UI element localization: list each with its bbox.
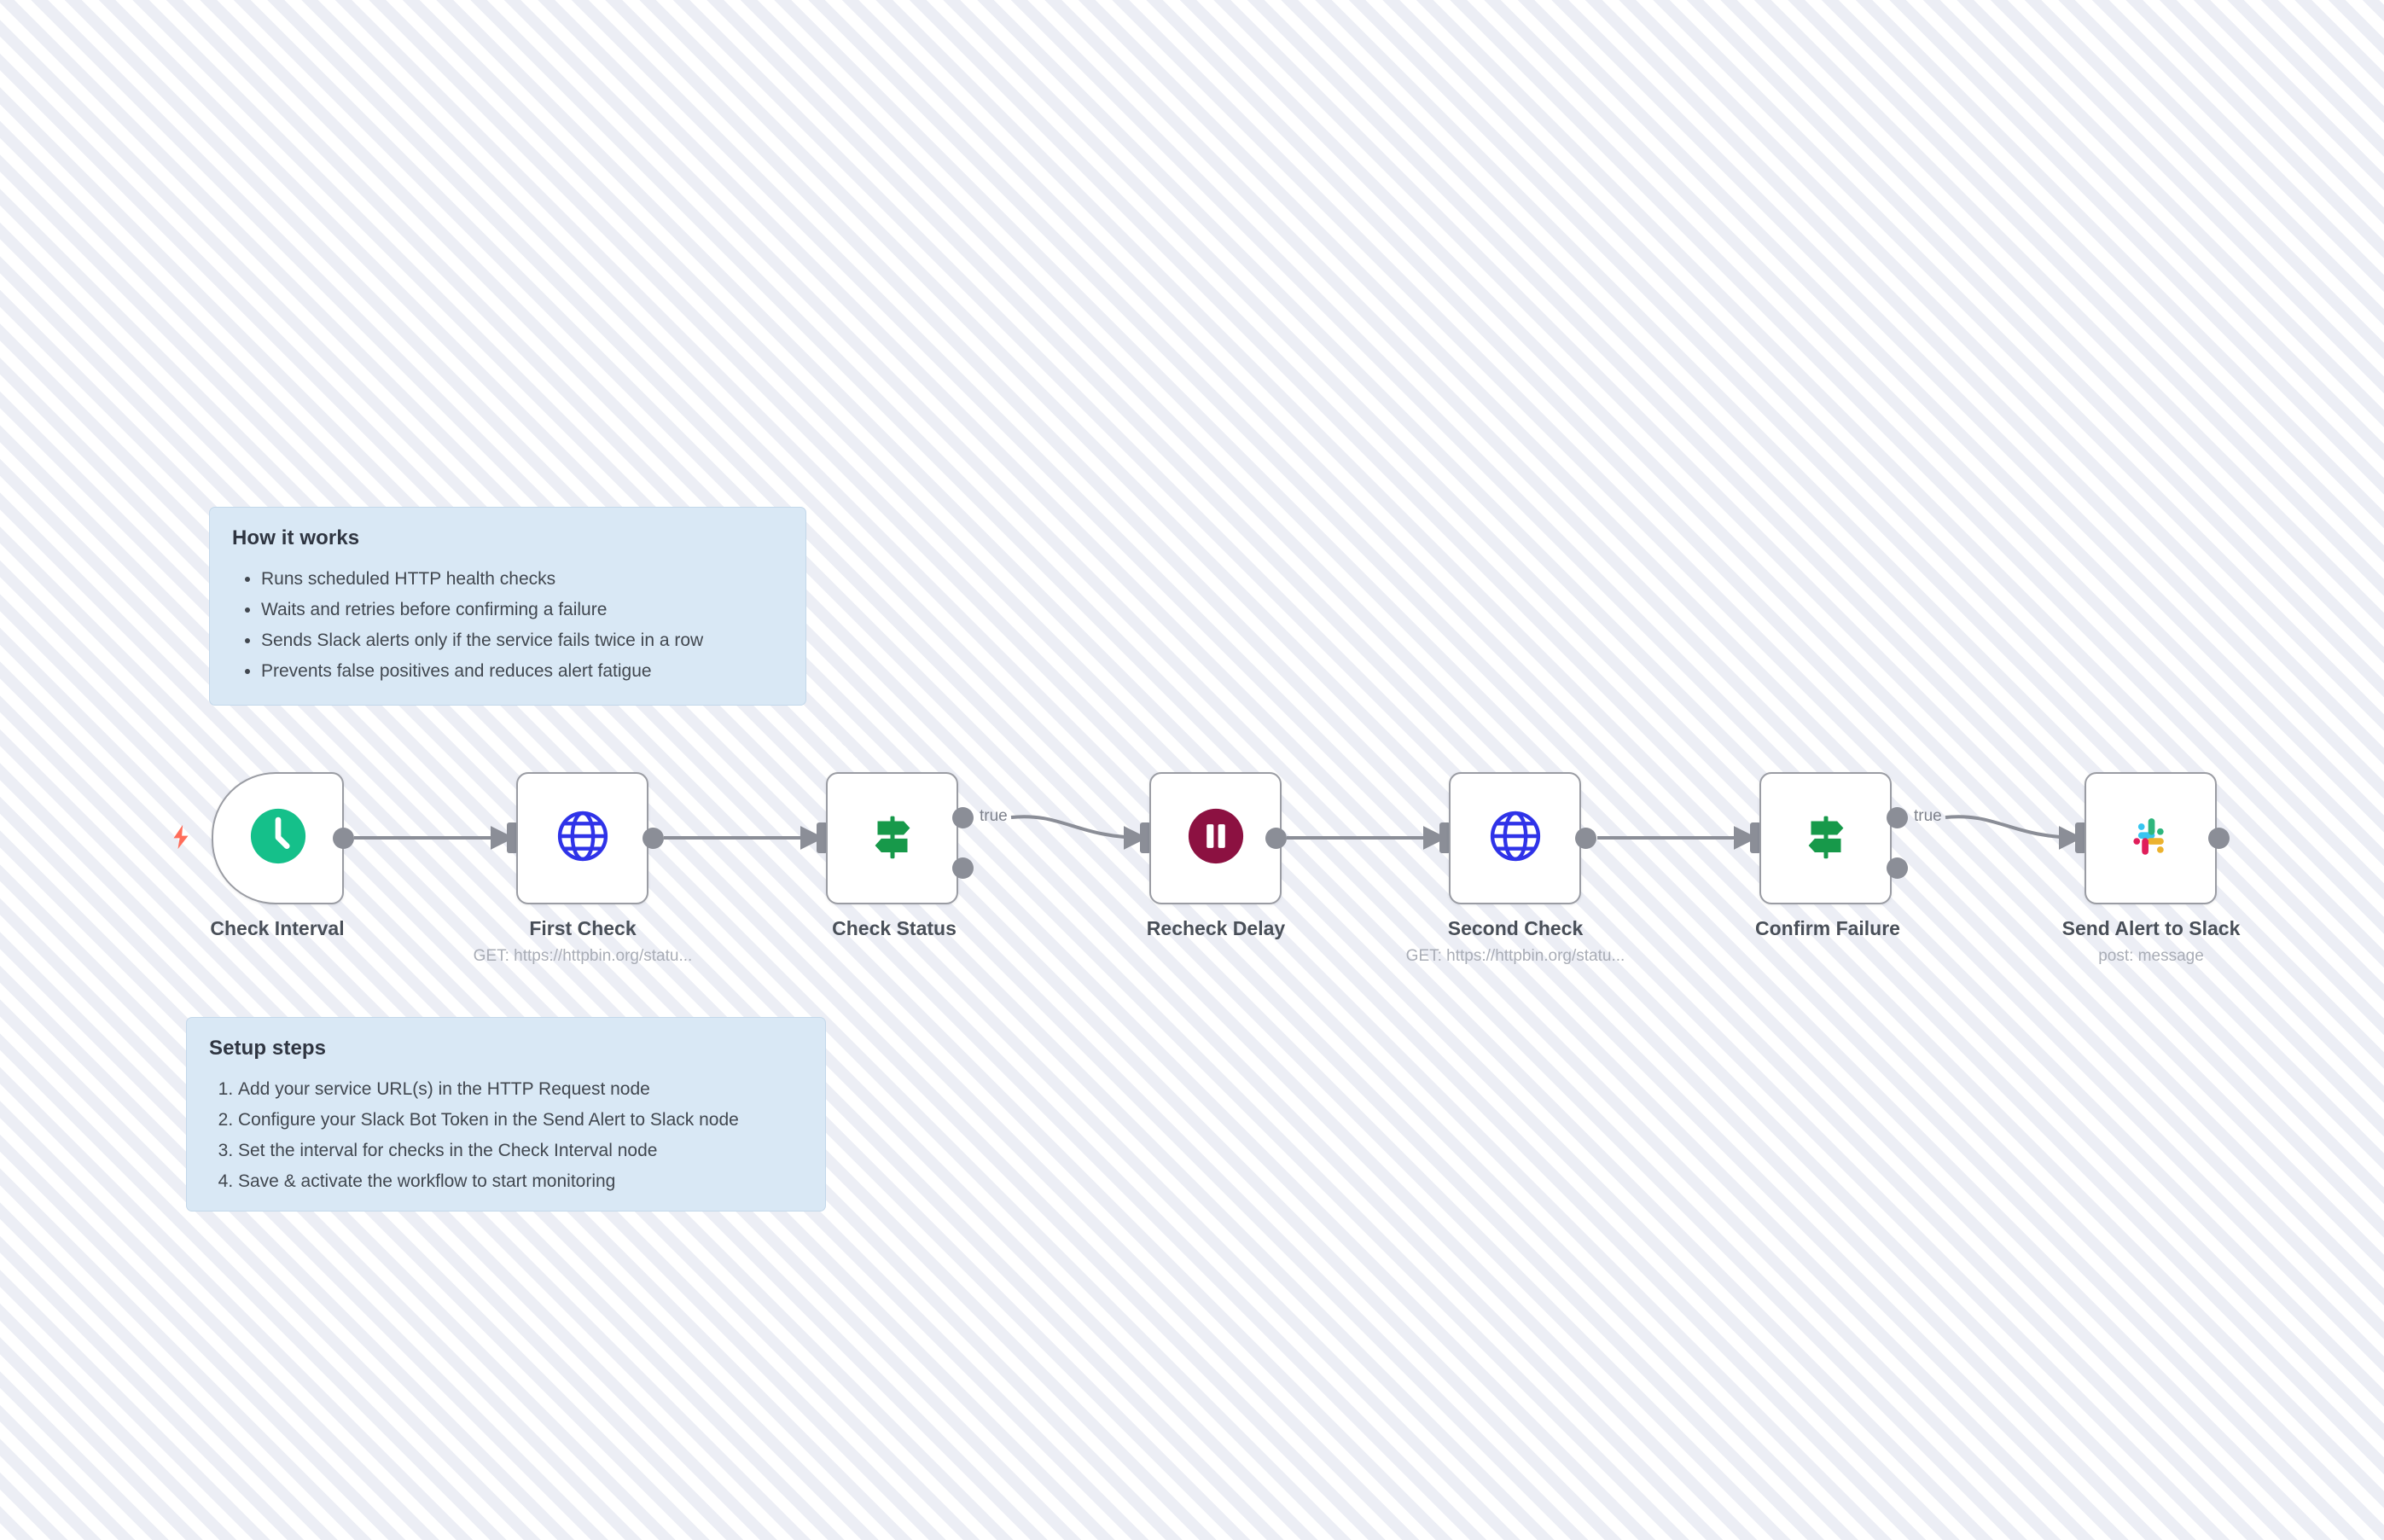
input-tab-first-check[interactable]	[507, 822, 518, 853]
list-item: Runs scheduled HTTP health checks	[261, 564, 783, 595]
list-item: Add your service URL(s) in the HTTP Requ…	[238, 1074, 803, 1105]
input-tab-confirm-failure[interactable]	[1750, 822, 1761, 853]
sticky-note-how-it-works[interactable]: How it works Runs scheduled HTTP health …	[209, 507, 806, 706]
output-dot-second-check[interactable]	[1575, 828, 1596, 849]
output-dot-check-interval[interactable]	[333, 828, 354, 849]
output-dot-confirm-failure-false[interactable]	[1887, 857, 1908, 879]
node-check-status[interactable]	[826, 772, 958, 904]
list-item: Waits and retries before confirming a fa…	[261, 595, 783, 625]
globe-icon	[554, 807, 612, 869]
list-item: Set the interval for checks in the Check…	[238, 1136, 803, 1166]
output-dot-confirm-failure-true[interactable]	[1887, 807, 1908, 828]
node-label-recheck-delay: Recheck Delay	[1146, 917, 1286, 939]
signpost-icon	[1796, 806, 1856, 870]
edge-label-true-confirm-failure: true	[1914, 807, 1942, 825]
node-check-interval[interactable]	[212, 772, 344, 904]
node-send-alert-to-slack[interactable]	[2085, 772, 2217, 904]
output-dot-check-status-false[interactable]	[952, 857, 974, 879]
node-label-second-check: Second Check	[1447, 917, 1584, 939]
node-label-send-alert-to-slack: Send Alert to Slack	[2061, 917, 2241, 939]
setup-steps-list: Add your service URL(s) in the HTTP Requ…	[209, 1074, 803, 1197]
node-label-first-check: First Check	[529, 917, 637, 939]
input-tab-send-alert-to-slack[interactable]	[2075, 822, 2086, 853]
clock-icon	[248, 806, 308, 870]
node-label-confirm-failure: Confirm Failure	[1755, 917, 1900, 939]
sticky-title: Setup steps	[209, 1037, 327, 1060]
globe-icon	[1486, 807, 1544, 869]
output-dot-check-status-true[interactable]	[952, 807, 974, 828]
list-item: Configure your Slack Bot Token in the Se…	[238, 1105, 803, 1136]
sticky-note-setup-steps[interactable]: Setup steps Add your service URL(s) in t…	[186, 1017, 826, 1212]
edge-label-true-check-status: true	[980, 807, 1008, 825]
input-tab-second-check[interactable]	[1439, 822, 1451, 853]
how-it-works-list: Runs scheduled HTTP health checks Waits …	[232, 564, 783, 687]
signpost-icon	[863, 806, 922, 870]
output-dot-recheck-delay[interactable]	[1265, 828, 1287, 849]
node-subtitle-second-check: GET: https://httpbin.org/statu...	[1405, 947, 1625, 965]
slack-icon	[2123, 808, 2179, 869]
edge-check-status-recheck-delay	[1010, 815, 1148, 850]
output-dot-first-check[interactable]	[643, 828, 664, 849]
lightning-bolt-icon	[166, 819, 195, 861]
sticky-title: How it works	[232, 526, 360, 549]
node-recheck-delay[interactable]	[1149, 772, 1282, 904]
input-tab-check-status[interactable]	[817, 822, 828, 853]
input-tab-recheck-delay[interactable]	[1140, 822, 1151, 853]
list-item: Sends Slack alerts only if the service f…	[261, 625, 783, 656]
node-subtitle-first-check: GET: https://httpbin.org/statu...	[473, 947, 693, 965]
node-label-check-status: Check Status	[832, 917, 957, 939]
node-confirm-failure[interactable]	[1759, 772, 1892, 904]
node-subtitle-send-alert-to-slack: post: message	[2098, 947, 2204, 965]
node-label-check-interval: Check Interval	[210, 917, 345, 939]
pause-icon	[1186, 806, 1246, 870]
node-first-check[interactable]	[516, 772, 648, 904]
list-item: Prevents false positives and reduces ale…	[261, 656, 783, 687]
edge-confirm-failure-send-alert	[1945, 815, 2083, 850]
list-item: Save & activate the workflow to start mo…	[238, 1166, 803, 1197]
node-second-check[interactable]	[1449, 772, 1581, 904]
output-dot-send-alert-to-slack[interactable]	[2208, 828, 2230, 849]
